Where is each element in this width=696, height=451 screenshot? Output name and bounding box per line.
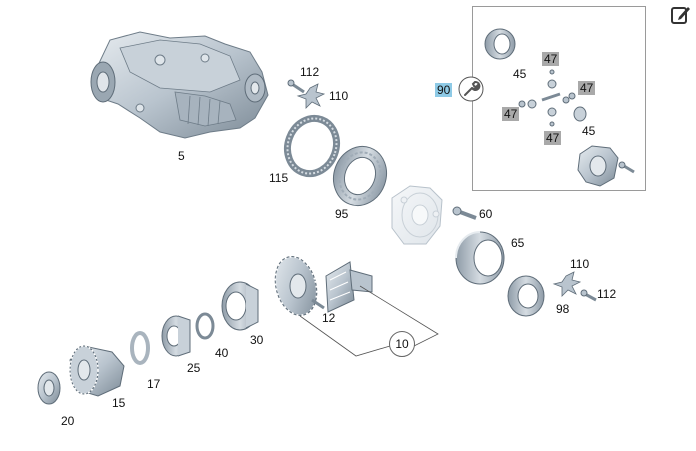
label-110-lower[interactable]: 110 (570, 257, 590, 271)
label-112-upper[interactable]: 112 (300, 65, 320, 79)
label-115[interactable]: 115 (269, 171, 289, 185)
label-47-left[interactable]: 47 (502, 107, 520, 121)
part-60-bolt[interactable] (452, 206, 477, 220)
part-112-bolt-lower[interactable] (580, 289, 597, 302)
label-47-right[interactable]: 47 (578, 81, 596, 95)
part-95-bearing[interactable] (325, 139, 394, 213)
part-110-plate-upper[interactable] (296, 83, 326, 109)
label-15[interactable]: 15 (112, 396, 126, 410)
label-17[interactable]: 17 (147, 377, 161, 391)
label-90[interactable]: 90 (435, 83, 453, 97)
label-5[interactable]: 5 (178, 149, 185, 163)
part-65-bearing[interactable] (455, 231, 505, 285)
callout-10-lines (299, 285, 439, 357)
inset-case-half[interactable] (577, 145, 635, 187)
label-65[interactable]: 65 (511, 236, 525, 250)
label-40[interactable]: 40 (215, 346, 229, 360)
inset-bearing[interactable] (484, 28, 516, 60)
part-12-gear-set[interactable] (269, 252, 373, 320)
part-25-bearing[interactable] (161, 315, 191, 357)
label-95[interactable]: 95 (335, 207, 349, 221)
part-112-bolt-upper[interactable] (287, 79, 305, 94)
label-60[interactable]: 60 (479, 207, 493, 221)
label-45-upper[interactable]: 45 (513, 67, 527, 81)
part-115-ring[interactable] (280, 111, 344, 180)
label-110-upper[interactable]: 110 (329, 89, 349, 103)
part-40-shim[interactable] (195, 312, 215, 340)
part-15-flange[interactable] (69, 345, 125, 397)
part-98-seal[interactable] (507, 275, 545, 317)
label-47-bottom[interactable]: 47 (544, 131, 562, 145)
part-110-plate-lower[interactable] (552, 271, 582, 297)
label-10[interactable]: 10 (389, 331, 415, 357)
part-20-nut[interactable] (37, 371, 61, 405)
inset-frame (472, 6, 646, 191)
inset-spider-gears[interactable] (518, 69, 587, 127)
part-30-bearing[interactable] (221, 281, 259, 331)
label-47-top[interactable]: 47 (542, 52, 560, 66)
edit-icon[interactable] (670, 4, 692, 26)
part-5-housing[interactable] (90, 31, 269, 139)
part-17-shim[interactable] (130, 331, 150, 365)
label-112-lower[interactable]: 112 (597, 287, 617, 301)
wrench-icon[interactable] (458, 76, 484, 102)
label-25[interactable]: 25 (187, 361, 201, 375)
label-45-lower[interactable]: 45 (582, 124, 596, 138)
label-12[interactable]: 12 (322, 311, 336, 325)
label-20[interactable]: 20 (61, 414, 75, 428)
differential-carrier[interactable] (391, 185, 443, 245)
label-98[interactable]: 98 (556, 302, 570, 316)
inset-parts (484, 28, 635, 187)
label-30[interactable]: 30 (250, 333, 264, 347)
